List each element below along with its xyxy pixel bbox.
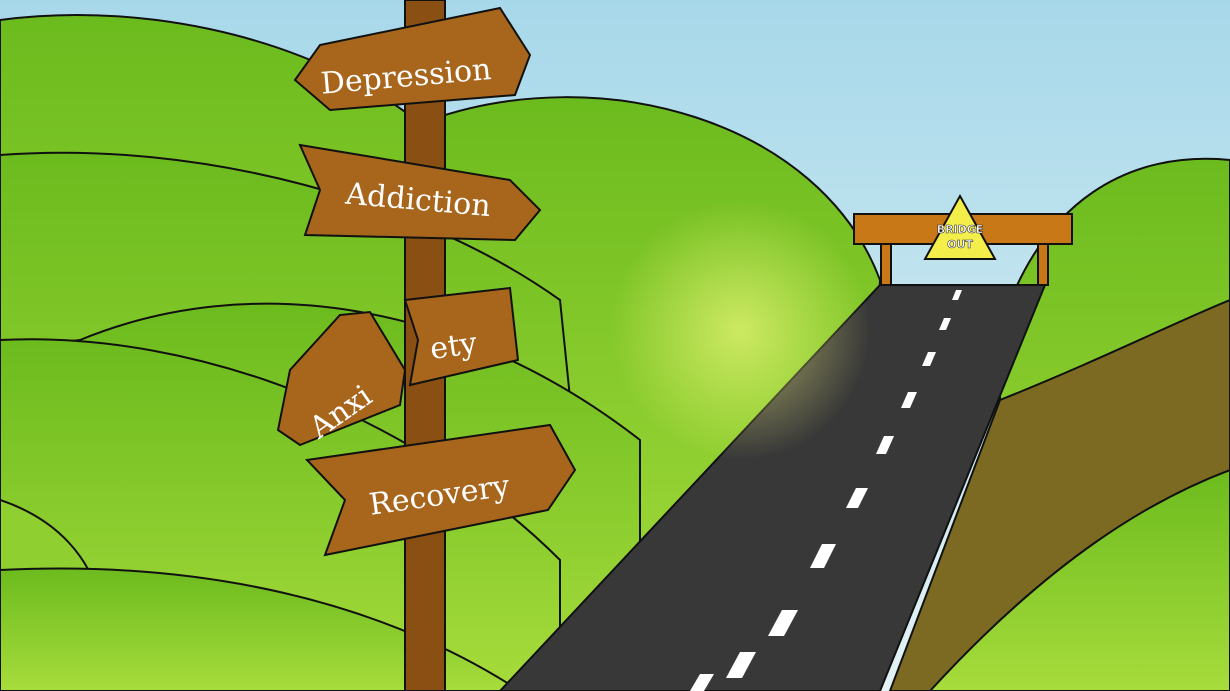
bridge-out-line2: OUT xyxy=(947,238,973,251)
sign-ety-label: ety xyxy=(428,326,479,367)
warning-triangle-icon xyxy=(923,193,997,260)
sign-addiction xyxy=(298,143,542,242)
road xyxy=(498,284,1047,691)
sign-anxiety-left xyxy=(276,310,407,447)
bridge-out-line1: BRIDGE xyxy=(937,223,984,236)
lens-flare xyxy=(610,200,870,460)
sign-anxiety-right xyxy=(403,286,520,387)
road-dashes xyxy=(690,290,962,691)
bridge-out-barrier: BRIDGE OUT xyxy=(853,193,1073,286)
sign-depression xyxy=(293,6,532,112)
sign-recovery xyxy=(304,423,577,557)
